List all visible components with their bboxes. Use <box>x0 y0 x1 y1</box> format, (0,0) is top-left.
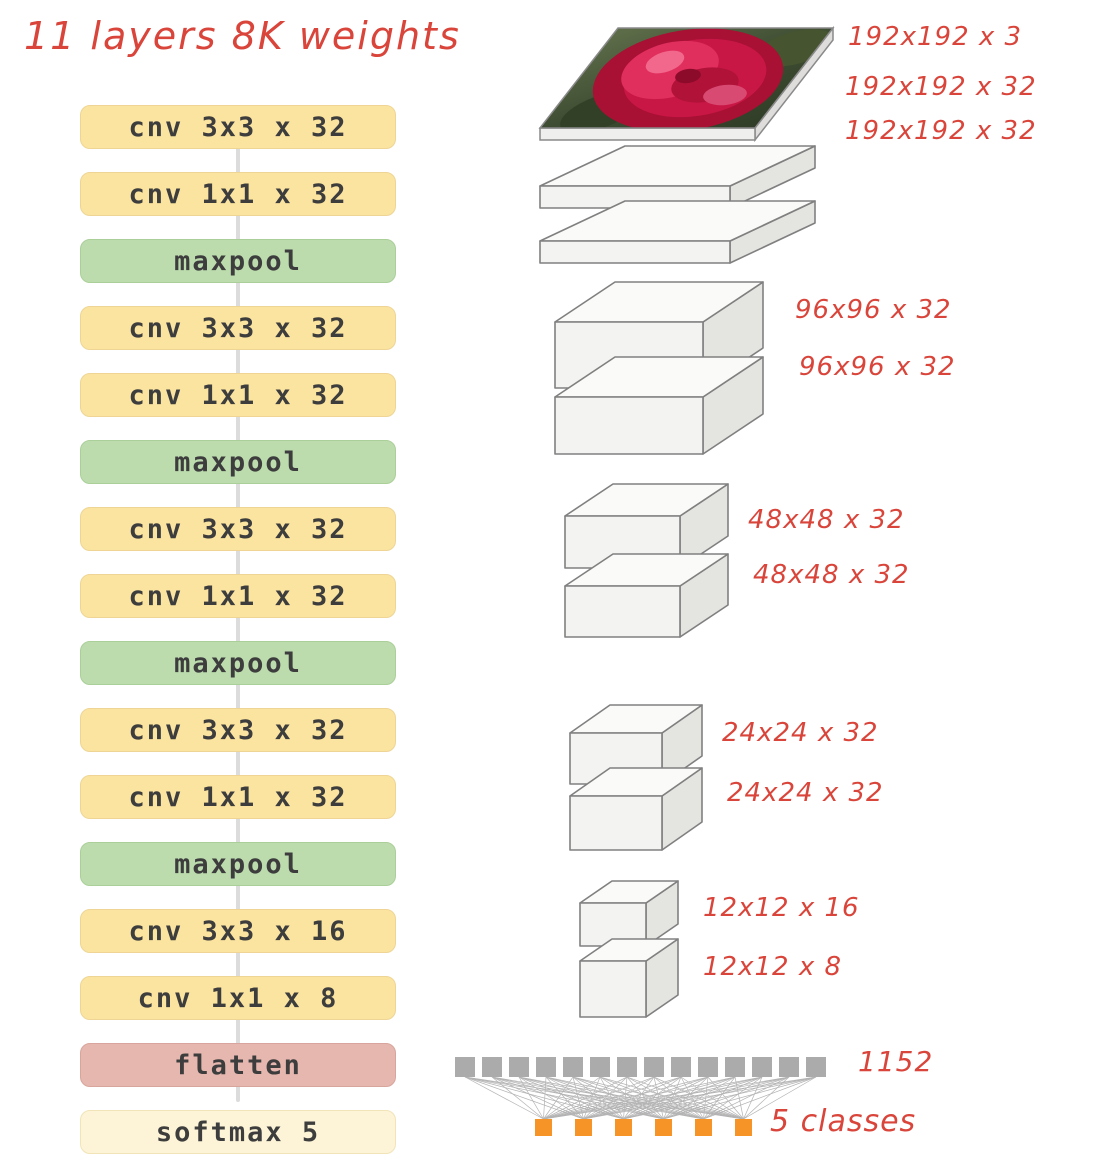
output-unit <box>575 1119 592 1136</box>
flatten-unit <box>563 1057 583 1077</box>
feature-stack-12 <box>579 880 679 1018</box>
flatten-to-output-fan <box>455 1057 826 1136</box>
flatten-unit <box>455 1057 475 1077</box>
flatten-unit <box>617 1057 637 1077</box>
dim-label-192x32-a: 192x192 x 32 <box>845 72 1037 102</box>
layer-block-softmax: softmax 5 <box>80 1110 396 1154</box>
layer-block-conv: cnv 3x3 x 32 <box>80 708 396 752</box>
feature-stack-48 <box>564 483 729 638</box>
flatten-unit <box>644 1057 664 1077</box>
output-unit <box>535 1119 552 1136</box>
feature-stack-24 <box>569 704 703 851</box>
layer-block-conv: cnv 3x3 x 32 <box>80 105 396 149</box>
dim-label-48-b: 48x48 x 32 <box>753 560 910 590</box>
dim-label-48-a: 48x48 x 32 <box>748 505 905 535</box>
diagram-title: 11 layers 8K weights <box>24 14 461 58</box>
flatten-unit <box>752 1057 772 1077</box>
layer-block-conv: cnv 1x1 x 8 <box>80 976 396 1020</box>
dim-label-192x3: 192x192 x 3 <box>848 22 1023 52</box>
output-unit <box>695 1119 712 1136</box>
layer-block-pool: maxpool <box>80 440 396 484</box>
layer-block-flatten: flatten <box>80 1043 396 1087</box>
layer-block-pool: maxpool <box>80 641 396 685</box>
layer-block-conv: cnv 1x1 x 32 <box>80 775 396 819</box>
flatten-unit <box>590 1057 610 1077</box>
layer-stack: cnv 3x3 x 32 cnv 1x1 x 32 maxpool cnv 3x3 x… <box>80 105 396 1167</box>
flatten-unit <box>482 1057 502 1077</box>
dim-label-96-a: 96x96 x 32 <box>795 295 952 325</box>
dim-label-12x8: 12x12 x 8 <box>703 952 843 982</box>
flatten-unit <box>779 1057 799 1077</box>
output-unit <box>655 1119 672 1136</box>
flatten-unit <box>671 1057 691 1077</box>
dim-label-24-a: 24x24 x 32 <box>722 718 879 748</box>
dim-label-24-b: 24x24 x 32 <box>727 778 884 808</box>
dim-label-96-b: 96x96 x 32 <box>799 352 956 382</box>
feature-stack-96 <box>554 281 764 455</box>
classes-count-label: 5 classes <box>770 1104 917 1139</box>
flatten-unit <box>536 1057 556 1077</box>
output-unit <box>615 1119 632 1136</box>
layer-block-conv: cnv 1x1 x 32 <box>80 172 396 216</box>
flatten-unit <box>509 1057 529 1077</box>
dim-label-12x16: 12x12 x 16 <box>703 893 860 923</box>
dim-label-192x32-b: 192x192 x 32 <box>845 116 1037 146</box>
output-unit <box>735 1119 752 1136</box>
layer-block-pool: maxpool <box>80 842 396 886</box>
rose-input-image <box>538 25 835 143</box>
flatten-unit <box>698 1057 718 1077</box>
layer-block-conv: cnv 3x3 x 32 <box>80 306 396 350</box>
flatten-unit <box>806 1057 826 1077</box>
flatten-count-label: 1152 <box>858 1045 934 1078</box>
layer-block-conv: cnv 3x3 x 16 <box>80 909 396 953</box>
flatten-unit <box>725 1057 745 1077</box>
layer-block-conv: cnv 1x1 x 32 <box>80 574 396 618</box>
layer-block-conv: cnv 1x1 x 32 <box>80 373 396 417</box>
layer-block-conv: cnv 3x3 x 32 <box>80 507 396 551</box>
feature-stack-192 <box>539 145 816 264</box>
layer-block-pool: maxpool <box>80 239 396 283</box>
